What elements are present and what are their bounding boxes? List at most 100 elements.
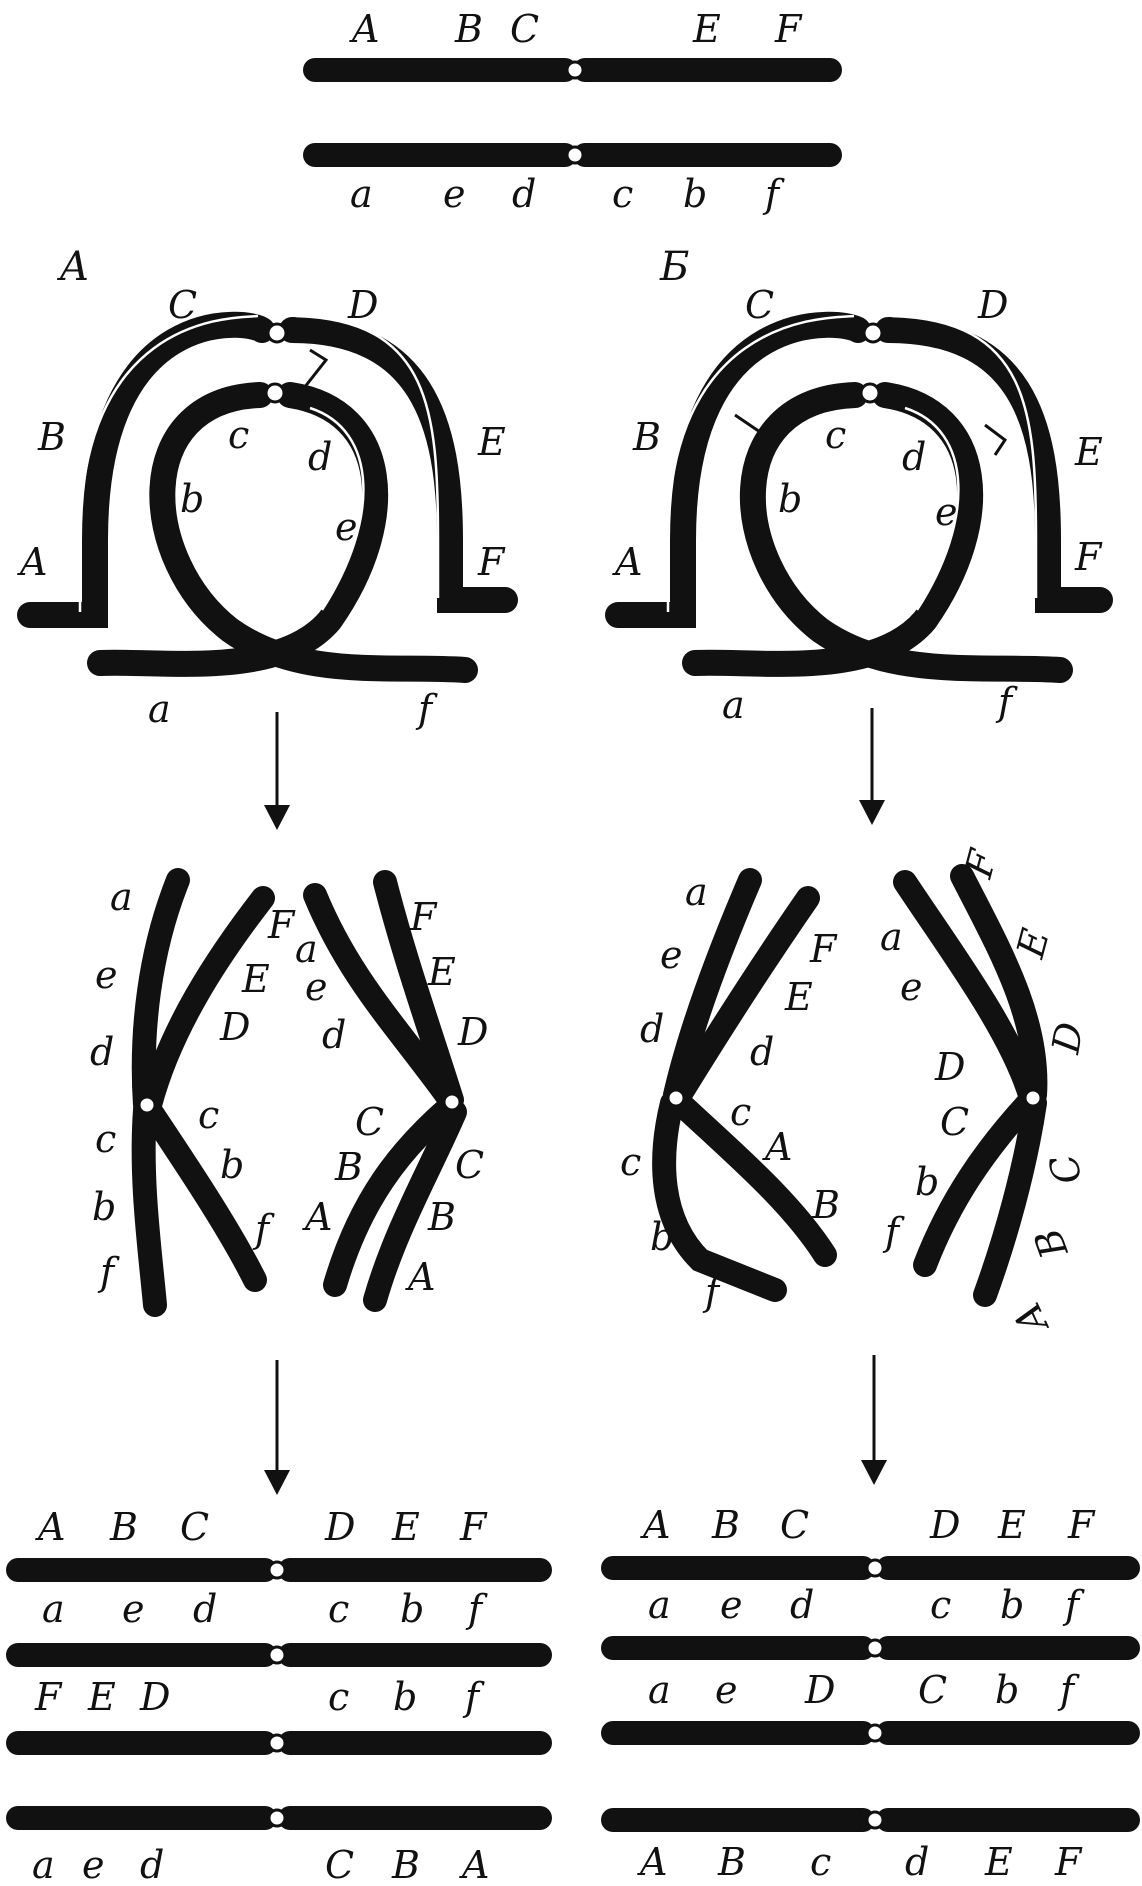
gene-label: F [1054, 1840, 1083, 1884]
outer-chromosome-arc [30, 325, 262, 615]
gene-label: D [929, 1503, 960, 1547]
gene-label: a [110, 875, 133, 919]
gene-label: c [730, 1090, 751, 1134]
gene-label: f [995, 680, 1018, 724]
chiasma [735, 415, 760, 432]
gene-label: B [109, 1505, 138, 1549]
gene-label: B [717, 1840, 746, 1884]
chromatid [144, 1110, 155, 1305]
gene-label: a [148, 687, 171, 731]
anaphase-right: a e d c b f F E d c A B a e D C b f F E … [620, 844, 1092, 1343]
gene-label: b [180, 477, 204, 521]
gene-label: b [995, 1668, 1019, 1712]
gene-label: C [780, 1503, 809, 1547]
anaphase-left: a e d c b f F E D c b f a e d C B A F E … [90, 875, 488, 1305]
gene-label: b [220, 1143, 244, 1187]
gene-label: C [168, 283, 197, 327]
arrow-down [859, 708, 885, 825]
gene-label: D [1043, 1019, 1092, 1058]
gene-label: E [427, 950, 456, 994]
gene-label: f [252, 1207, 275, 1251]
centromere [867, 1560, 883, 1576]
gene-label: c [825, 413, 846, 457]
gene-label: d [308, 435, 332, 479]
gene-label: d [140, 1843, 164, 1886]
gene-label: f [465, 1587, 488, 1631]
gene-label: F [1074, 535, 1103, 579]
gene-label: c [228, 413, 249, 457]
gene-label: E [784, 975, 813, 1019]
panel-label-left: A [56, 244, 89, 290]
centromere [268, 324, 286, 342]
centromere [567, 62, 583, 78]
gene-label: F [477, 540, 506, 584]
gene-label: f [762, 172, 785, 216]
centromere [139, 1097, 155, 1113]
gene-label: a [880, 915, 903, 959]
gene-label: b [92, 1185, 116, 1229]
gene-label: A [762, 1125, 792, 1169]
gene-label: D [977, 283, 1008, 327]
gene-label: c [612, 172, 633, 216]
gene-label: c [620, 1140, 641, 1184]
gene-label: f [882, 1210, 905, 1254]
gene-label: A [302, 1195, 332, 1239]
gene-label: B [454, 7, 483, 51]
gene-label: F [267, 903, 296, 947]
gene-label: a [648, 1668, 671, 1712]
gene-label: D [804, 1668, 835, 1712]
gene-label: e [900, 965, 923, 1009]
gene-label: e [660, 933, 683, 977]
gene-label: c [810, 1840, 831, 1884]
gene-label: E [241, 957, 270, 1001]
gene-label: F [409, 895, 438, 939]
gene-label: B [391, 1843, 420, 1886]
chiasma [985, 425, 1005, 455]
gene-label: d [512, 172, 536, 216]
gene-label: e [935, 490, 958, 534]
gene-label: B [334, 1145, 363, 1189]
gene-label: f [1057, 1668, 1080, 1712]
gene-label: E [692, 7, 721, 51]
gene-label: E [1074, 430, 1103, 474]
gene-label: c [95, 1117, 116, 1161]
gene-label: B [1026, 1223, 1077, 1265]
gene-label: B [632, 415, 661, 459]
gene-label: a [42, 1587, 65, 1631]
gene-label: A [459, 1843, 489, 1886]
inversion-loop-left: A B C D E F a b c d e f [17, 283, 506, 731]
gene-label: b [683, 172, 707, 216]
gene-label: E [391, 1505, 420, 1549]
gene-label: d [193, 1587, 217, 1631]
gene-label: d [90, 1030, 114, 1074]
inversion-loop-right: A B C D E F a b c d e f [612, 283, 1103, 727]
gene-label: D [139, 1675, 170, 1719]
gene-label: C [940, 1100, 969, 1144]
centromere [864, 324, 882, 342]
gene-label: C [1041, 1150, 1091, 1189]
gene-label: c [328, 1675, 349, 1719]
centromere [444, 1094, 460, 1110]
gene-label: C [355, 1100, 384, 1144]
gene-label: B [427, 1195, 456, 1239]
centromere [266, 384, 284, 402]
centromere [269, 1735, 285, 1751]
gene-label: d [902, 435, 926, 479]
centromere [867, 1812, 883, 1828]
gene-label: F [459, 1505, 488, 1549]
gene-label: E [477, 420, 506, 464]
gene-label: d [790, 1583, 814, 1627]
gene-label: f [415, 687, 438, 731]
gene-label: D [324, 1505, 355, 1549]
gene-label: c [930, 1583, 951, 1627]
centromere [269, 1562, 285, 1578]
gene-label: d [750, 1030, 774, 1074]
gene-label: b [393, 1675, 417, 1719]
gene-label: c [328, 1587, 349, 1631]
gene-label: d [640, 1007, 664, 1051]
gene-label: a [648, 1583, 671, 1627]
gene-label: A [349, 7, 379, 51]
gene-label: D [219, 1005, 250, 1049]
gene-label: f [97, 1250, 120, 1294]
arrow-down [264, 1360, 290, 1495]
